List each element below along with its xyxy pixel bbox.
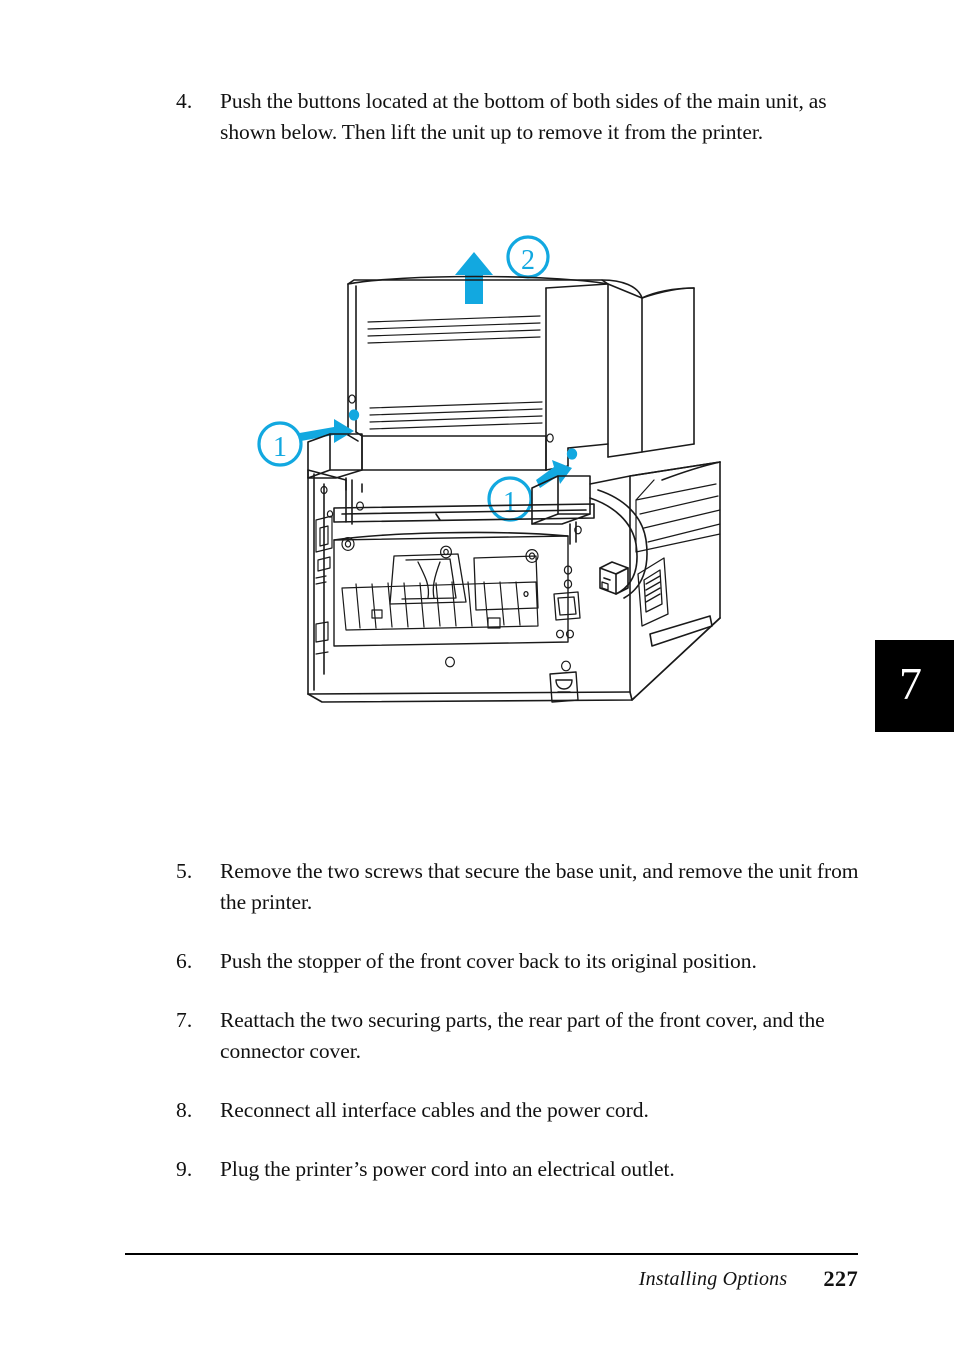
printer-illustration: 2 (250, 222, 740, 842)
printer-cable-plug (601, 581, 609, 591)
svg-text:1: 1 (503, 487, 517, 518)
list-item: 9. Plug the printer’s power cord into an… (176, 1154, 876, 1185)
step-text: Reattach the two securing parts, the rea… (220, 1008, 825, 1063)
step-number: 7. (176, 1008, 193, 1032)
left-push-button (348, 409, 360, 421)
left-securing-bracket (307, 433, 363, 525)
printer-rear-slot (333, 503, 595, 523)
footer-divider (125, 1253, 858, 1255)
svg-text:2: 2 (521, 245, 535, 276)
callout-1-left-arrow (288, 419, 354, 443)
step-number: 9. (176, 1157, 193, 1181)
step-text: Push the buttons located at the bottom o… (220, 89, 827, 144)
main-unit-body (347, 275, 695, 471)
step-text: Remove the two screws that secure the ba… (220, 859, 859, 914)
page-number: 227 (823, 1266, 858, 1291)
printer-ac-inlet (549, 671, 579, 703)
list-item: 8. Reconnect all interface cables and th… (176, 1095, 876, 1126)
printer-side-face (629, 461, 721, 701)
callout-2-badge: 2 (506, 235, 550, 279)
main-unit-vent-slots-upper (367, 315, 541, 344)
printer-output-tray (635, 479, 721, 553)
printer-cable (589, 489, 648, 599)
step-number: 6. (176, 949, 193, 973)
footer-section-title: Installing Options (638, 1267, 788, 1290)
step-text: Push the stopper of the front cover back… (220, 949, 757, 973)
main-unit-fasteners (348, 394, 554, 443)
printer-parallel-port (553, 591, 581, 621)
main-unit-vent-slots-lower (369, 401, 543, 430)
printer-side-interface-panel (637, 557, 669, 627)
right-push-button (566, 448, 578, 460)
step-number: 4. (176, 89, 193, 113)
step-text: Plug the printer’s power cord into an el… (220, 1157, 675, 1181)
instruction-list-top: 4. Push the buttons located at the botto… (176, 86, 876, 148)
callout-1-right-badge: 1 (487, 476, 533, 522)
list-item: 6. Push the stopper of the front cover b… (176, 946, 876, 977)
list-item: 4. Push the buttons located at the botto… (176, 86, 876, 148)
instruction-list-bottom: 5. Remove the two screws that secure the… (176, 856, 876, 1185)
chapter-tab-number: 7 (899, 658, 922, 709)
printer-fuser-cover (333, 531, 569, 647)
chapter-tab: 7 (875, 640, 954, 732)
printer-screws (320, 485, 582, 672)
page-footer: Installing Options 227 (125, 1262, 858, 1296)
step-number: 8. (176, 1098, 193, 1122)
list-item: 5. Remove the two screws that secure the… (176, 856, 876, 918)
printer-controller-board (315, 515, 333, 655)
list-item: 7. Reattach the two securing parts, the … (176, 1005, 876, 1067)
step-text: Reconnect all interface cables and the p… (220, 1098, 649, 1122)
right-securing-bracket (531, 475, 591, 545)
callout-2-arrow (455, 252, 493, 304)
printer-transfer-vent (389, 553, 467, 605)
printer-access-plate (473, 555, 539, 611)
callout-1-left-badge: 1 (257, 421, 303, 467)
callout-1-right-arrow (536, 460, 572, 488)
svg-text:1: 1 (273, 432, 287, 463)
step-number: 5. (176, 859, 193, 883)
printer-paper-guide (341, 581, 539, 631)
